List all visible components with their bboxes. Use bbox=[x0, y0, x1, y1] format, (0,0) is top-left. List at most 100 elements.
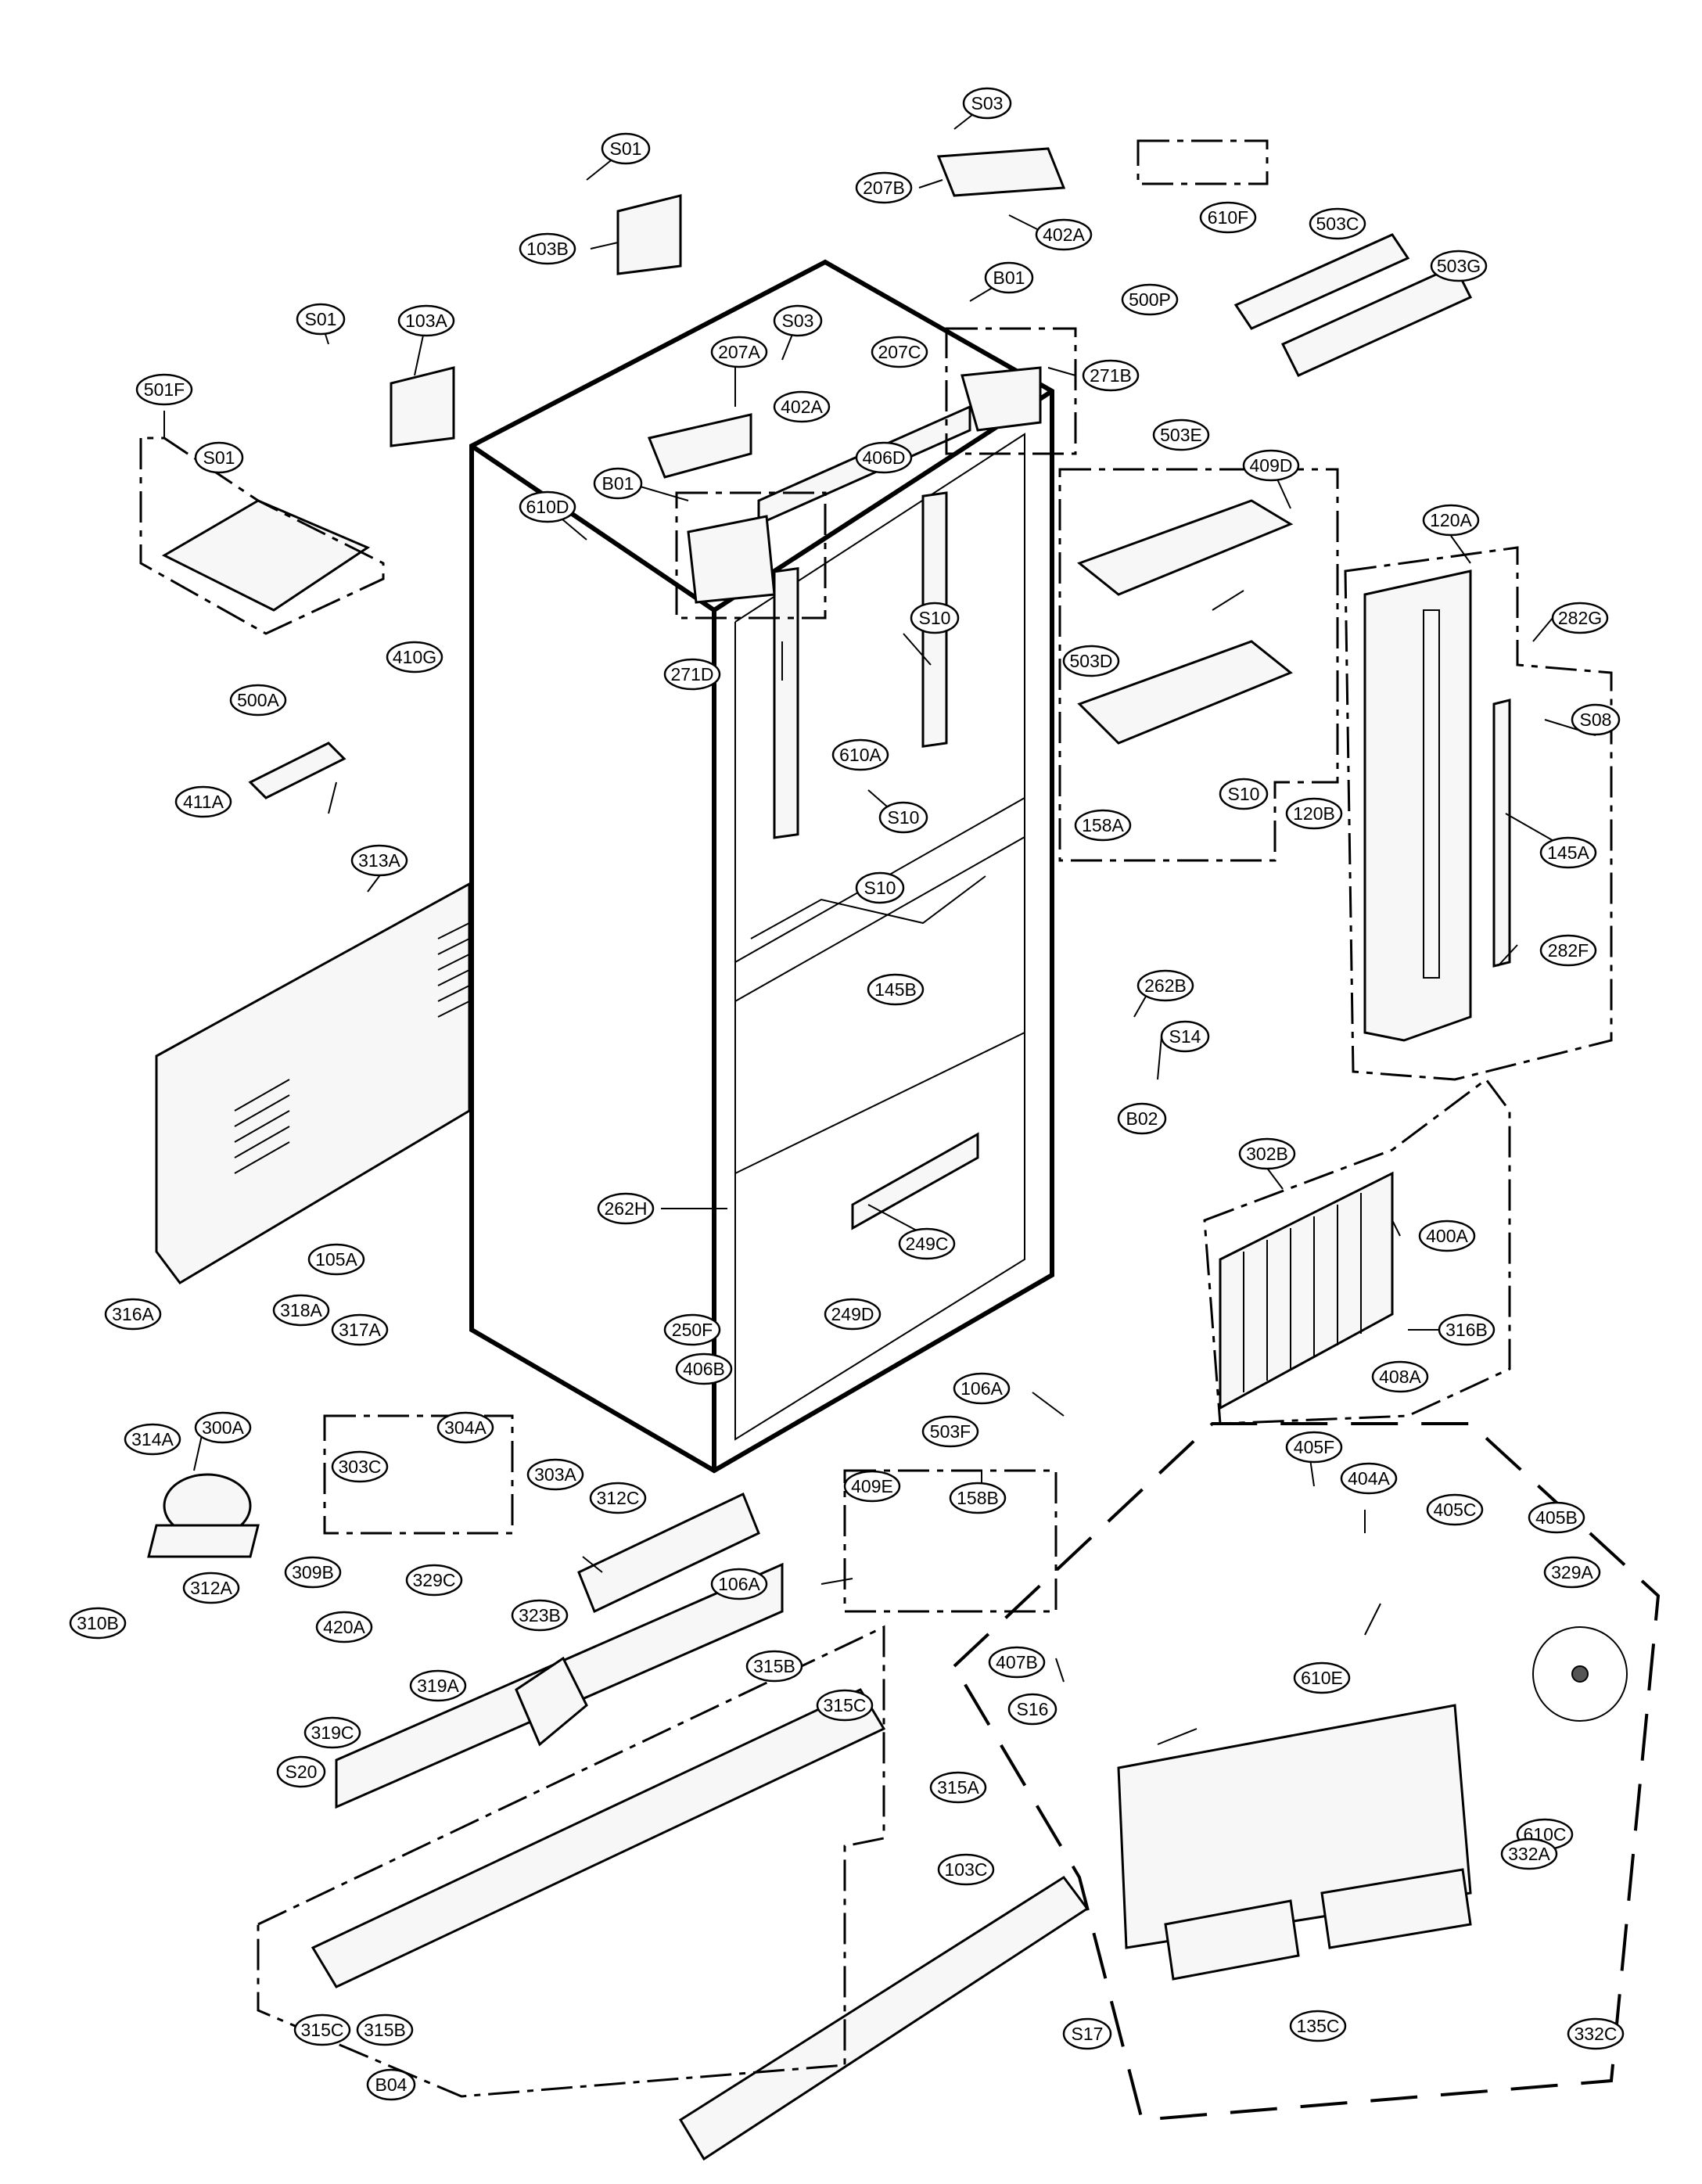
callout-S17: S17 bbox=[1062, 2017, 1112, 2050]
callout-label: 316A bbox=[112, 1304, 154, 1324]
group-303A bbox=[323, 1414, 514, 1535]
callout-bubble bbox=[675, 1352, 733, 1385]
callout-120A: 120A bbox=[1422, 504, 1480, 537]
callout-bubble bbox=[1528, 1501, 1585, 1534]
callout-bubble bbox=[104, 1298, 162, 1331]
callout-label: S08 bbox=[1580, 709, 1612, 730]
callout-106Aa: 106A bbox=[953, 1372, 1011, 1405]
callout-bubble bbox=[878, 801, 928, 834]
callout-323B: 323B bbox=[511, 1599, 569, 1632]
callout-label: 332C bbox=[1575, 2024, 1618, 2044]
callout-bubble bbox=[1426, 1493, 1484, 1526]
callout-610A: 610A bbox=[831, 738, 889, 771]
callout-label: 610F bbox=[1208, 207, 1248, 228]
callout-label: 103A bbox=[405, 311, 447, 331]
callout-label: 407B bbox=[996, 1652, 1038, 1672]
callout-bubble bbox=[1152, 418, 1210, 451]
callout-bubble bbox=[1438, 1313, 1496, 1346]
callout-label: 332A bbox=[1508, 1844, 1550, 1864]
callout-249D: 249D bbox=[824, 1298, 882, 1331]
callout-500P: 500P bbox=[1121, 283, 1179, 316]
group-503E bbox=[1058, 468, 1339, 862]
callout-312A: 312A bbox=[182, 1572, 240, 1604]
callout-610D: 610D bbox=[519, 490, 576, 523]
group-302B bbox=[1203, 1077, 1511, 1425]
hinge-271B bbox=[961, 366, 1042, 432]
callout-103A: 103A bbox=[397, 304, 455, 337]
callout-bubble bbox=[386, 641, 443, 674]
callout-bubble bbox=[1543, 1556, 1601, 1589]
callout-S03b: S03 bbox=[773, 304, 823, 337]
callout-bubble bbox=[182, 1572, 240, 1604]
callout-318A: 318A bbox=[272, 1294, 330, 1327]
callout-315A: 315A bbox=[929, 1771, 987, 1804]
callout-bubble bbox=[1285, 1431, 1343, 1464]
callout-label: 303C bbox=[339, 1457, 382, 1477]
pcb-503G bbox=[1280, 264, 1473, 377]
callout-B02: B02 bbox=[1117, 1102, 1167, 1135]
callout-label: 312C bbox=[597, 1488, 640, 1508]
callout-bubble bbox=[984, 261, 1034, 294]
callout-bubble bbox=[194, 441, 244, 474]
callout-label: 313A bbox=[358, 850, 400, 871]
callout-label: 262H bbox=[605, 1198, 648, 1219]
callout-bubble bbox=[953, 1372, 1011, 1405]
callout-B04: B04 bbox=[366, 2068, 416, 2101]
callout-bubble bbox=[1500, 1837, 1558, 1870]
callout-250F: 250F bbox=[663, 1313, 721, 1346]
callout-106Ab: 106A bbox=[710, 1568, 768, 1600]
callout-bubble bbox=[871, 336, 928, 368]
callout-bubble bbox=[910, 602, 960, 634]
callout-label: S10 bbox=[919, 608, 951, 628]
cover-207A bbox=[647, 413, 752, 479]
icebin-503D bbox=[1076, 499, 1294, 745]
callout-label: 503E bbox=[1160, 425, 1202, 445]
callout-label: S01 bbox=[610, 138, 642, 159]
callout-bubble bbox=[397, 304, 455, 337]
callout-bubble bbox=[293, 2013, 351, 2046]
callout-bubble bbox=[663, 1313, 721, 1346]
callout-bubble bbox=[1309, 207, 1366, 240]
callout-label: 400A bbox=[1426, 1226, 1468, 1246]
callout-309B: 309B bbox=[284, 1556, 342, 1589]
callout-bubble bbox=[1551, 602, 1609, 634]
callout-315Cb: 315C bbox=[293, 2013, 351, 2046]
callout-label: S14 bbox=[1169, 1026, 1201, 1047]
callout-label: 319C bbox=[311, 1722, 354, 1743]
callout-label: 309B bbox=[292, 1562, 334, 1582]
callout-label: 409E bbox=[851, 1476, 893, 1496]
callout-bubble bbox=[331, 1450, 389, 1483]
callout-bubble bbox=[1219, 778, 1269, 810]
callout-label: 106A bbox=[718, 1574, 760, 1594]
callout-bubble bbox=[272, 1294, 330, 1327]
callout-label: 120A bbox=[1430, 510, 1472, 530]
callout-S20: S20 bbox=[276, 1755, 326, 1788]
callout-label: 103B bbox=[526, 239, 569, 259]
callout-332A: 332A bbox=[1500, 1837, 1558, 1870]
fan-329A bbox=[1532, 1626, 1628, 1722]
callout-label: 250F bbox=[672, 1320, 713, 1340]
group-271D bbox=[675, 491, 827, 620]
callout-402Ab: 402A bbox=[773, 390, 831, 423]
callout-label: 317A bbox=[339, 1320, 381, 1340]
callout-bubble bbox=[831, 738, 889, 771]
callout-bubble bbox=[526, 1458, 584, 1491]
callout-bubble bbox=[1539, 934, 1597, 967]
callout-bubble bbox=[1430, 250, 1488, 282]
callout-bubble bbox=[303, 1716, 361, 1749]
callout-bubble bbox=[1117, 1102, 1167, 1135]
callout-label: S20 bbox=[285, 1762, 318, 1782]
callout-label: B01 bbox=[993, 268, 1025, 288]
callout-bubble bbox=[1062, 645, 1120, 677]
callout-bubble bbox=[276, 1755, 326, 1788]
callout-bubble bbox=[229, 684, 287, 717]
callout-B01b: B01 bbox=[593, 467, 643, 500]
callout-411A: 411A bbox=[174, 785, 232, 818]
callout-label: S01 bbox=[305, 309, 337, 329]
callout-bubble bbox=[519, 490, 576, 523]
callout-313A: 313A bbox=[350, 844, 408, 877]
callout-314A: 314A bbox=[124, 1423, 181, 1456]
callout-label: 310B bbox=[77, 1613, 119, 1633]
callout-label: 329A bbox=[1551, 1562, 1593, 1582]
callout-409D: 409D bbox=[1242, 449, 1300, 482]
